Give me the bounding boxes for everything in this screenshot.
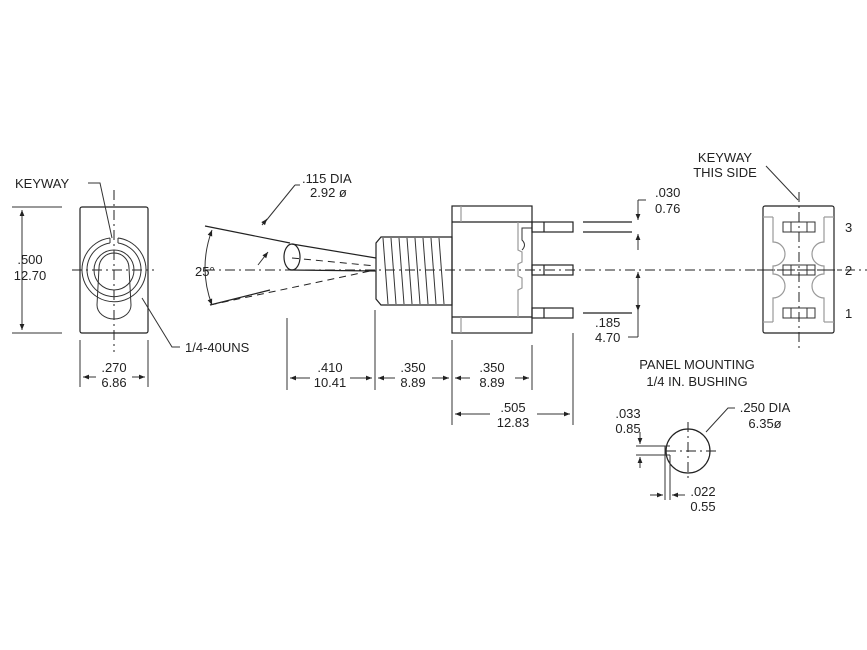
lever-dia-in: .115 DIA xyxy=(302,171,352,186)
hole-dia-in: .250 DIA xyxy=(740,400,791,415)
panel-title-2: 1/4 IN. BUSHING xyxy=(646,374,747,389)
pin-label-1: 1 xyxy=(845,306,852,321)
pins xyxy=(531,221,574,319)
thread-label: 1/4-40UNS xyxy=(185,340,250,355)
keyway-this-side-line1: KEYWAY xyxy=(698,150,753,165)
pin-label-3: 3 xyxy=(845,220,852,235)
panel-mounting-detail: PANEL MOUNTING 1/4 IN. BUSHING .033 0.85… xyxy=(615,357,790,514)
dim-body-mm: 8.89 xyxy=(479,375,504,390)
height-in: .500 xyxy=(17,252,42,267)
dim-lever-mm: 10.41 xyxy=(314,375,347,390)
dim-overall-in: .505 xyxy=(500,400,525,415)
dim-bushing-in: .350 xyxy=(400,360,425,375)
dim-bushing-mm: 8.89 xyxy=(400,375,425,390)
keyway-label: KEYWAY xyxy=(15,176,70,191)
width-in: .270 xyxy=(101,360,126,375)
pin-pitch-in: .185 xyxy=(595,315,620,330)
key-h-in: .033 xyxy=(615,406,640,421)
key-w-mm: 0.55 xyxy=(690,499,715,514)
dim-body-in: .350 xyxy=(479,360,504,375)
key-w-in: .022 xyxy=(690,484,715,499)
rear-view: KEYWAY THIS SIDE 3 2 1 xyxy=(693,150,852,352)
key-h-mm: 0.85 xyxy=(615,421,640,436)
pin-thk-in: .030 xyxy=(655,185,680,200)
pin-thk-mm: 0.76 xyxy=(655,201,680,216)
panel-title-1: PANEL MOUNTING xyxy=(639,357,755,372)
pin-pitch-mm: 4.70 xyxy=(595,330,620,345)
angle-label: 25° xyxy=(195,264,215,279)
side-view: 25° .115 DIA 2.92 ø .030 0.76 xyxy=(195,171,867,430)
hole-dia-mm: 6.35ø xyxy=(748,416,781,431)
lever-dia-mm: 2.92 ø xyxy=(310,185,347,200)
front-view: KEYWAY 1/4-40UNS .500 12.70 .270 6.86 xyxy=(12,176,250,390)
pin-label-2: 2 xyxy=(845,263,852,278)
dim-lever-in: .410 xyxy=(317,360,342,375)
keyway-this-side-line2: THIS SIDE xyxy=(693,165,757,180)
width-mm: 6.86 xyxy=(101,375,126,390)
height-mm: 12.70 xyxy=(14,268,47,283)
dim-overall-mm: 12.83 xyxy=(497,415,530,430)
